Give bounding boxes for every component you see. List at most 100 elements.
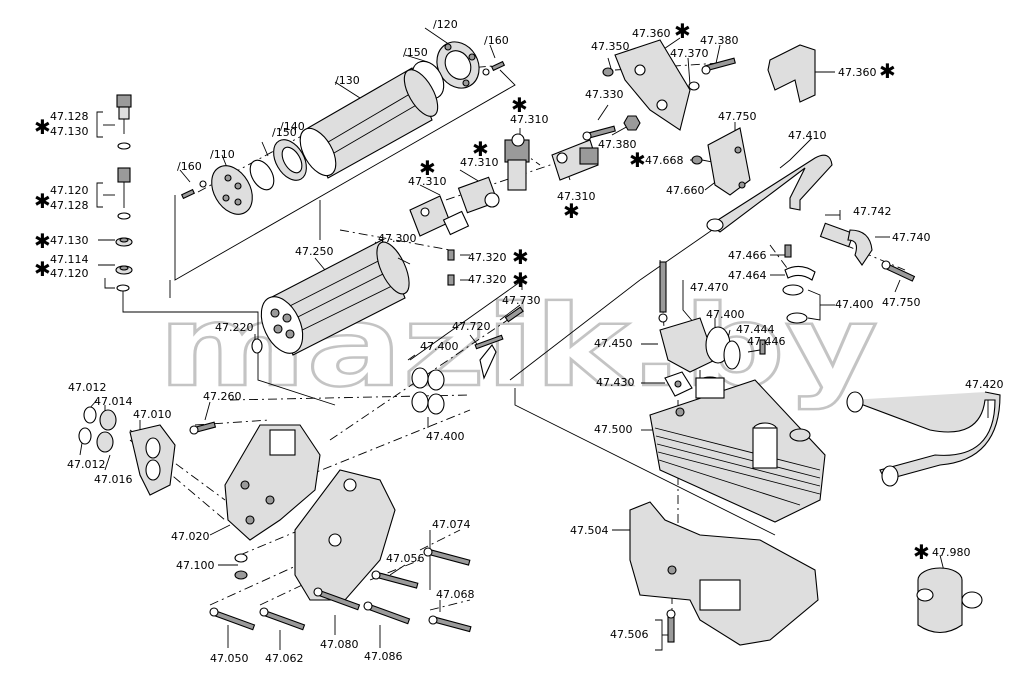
- screw-part-47320-a: [447, 249, 455, 261]
- bracket-part-47504: [629, 501, 819, 646]
- o-ring-part-47400-a: [782, 284, 804, 296]
- screw-part-160a: [482, 60, 506, 76]
- bolt-part-47330: [582, 125, 616, 141]
- o-ring-part-47400-d: [411, 391, 445, 415]
- label-47014: 47.014: [94, 395, 133, 408]
- hose-part-47410: [706, 154, 833, 233]
- gasket-part-47010: [129, 424, 176, 496]
- bolt-part-47506: [666, 609, 676, 643]
- label-47100: 47.100: [176, 559, 215, 572]
- sensor-part-47128-a: [116, 94, 132, 150]
- label-47120-b: 47.120: [50, 267, 89, 280]
- bolt-part-47050: [209, 607, 256, 631]
- label-47016: 47.016: [94, 473, 133, 486]
- label-47360-a: 47.360: [632, 27, 671, 40]
- bolt-part-47074: [423, 547, 471, 566]
- label-47128-b: 47.128: [50, 199, 89, 212]
- washer-part-47370: [688, 81, 700, 91]
- label-47050: 47.050: [210, 652, 249, 665]
- label-47310-a: 47.310: [408, 175, 447, 188]
- washer-part-47350: [602, 67, 614, 77]
- bolt-part-47470: [658, 261, 668, 323]
- screw-part-47320-b: [447, 274, 455, 286]
- label-47380-b: 47.380: [700, 34, 739, 47]
- clip-part-47464: [784, 265, 816, 281]
- star-marker: ✱: [674, 19, 691, 43]
- star-marker: ✱: [629, 148, 646, 172]
- valve-part-47310-d: [551, 139, 599, 181]
- seal-ring-part-140: [273, 139, 307, 181]
- label-47310-c: 47.310: [510, 113, 549, 126]
- star-marker: ✱: [34, 257, 51, 281]
- part-labels: /120 /150 /160 /130 /150 /140 /160 /110 …: [50, 18, 1004, 665]
- label-47444: 47.444: [736, 323, 775, 336]
- label-47400-c: 47.400: [420, 340, 459, 353]
- washer-part-47114: [115, 265, 133, 275]
- label-47120-a: 47.120: [50, 184, 89, 197]
- label-47360-b: 47.360: [838, 66, 877, 79]
- filter-end-plate-part-110: [211, 165, 253, 215]
- bolt-part-47080: [313, 587, 361, 611]
- label-120: /120: [433, 18, 458, 31]
- bolt-part-47062: [259, 607, 306, 631]
- label-47220: 47.220: [215, 321, 254, 334]
- star-marker: ✱: [563, 199, 580, 223]
- label-160b: /160: [177, 160, 202, 173]
- label-47020: 47.020: [171, 530, 210, 543]
- label-47400-a: 47.400: [835, 298, 874, 311]
- o-ring-part-47220: [251, 338, 263, 354]
- plug-part-47016: [96, 431, 114, 453]
- label-130: /130: [335, 74, 360, 87]
- star-marker: ✱: [879, 59, 896, 83]
- star-markers: ✱ ✱ ✱ ✱ ✱ ✱ ✱ ✱ ✱ ✱ ✱ ✱ ✱ ✱: [34, 19, 930, 564]
- label-47250: 47.250: [295, 245, 334, 258]
- label-47062: 47.062: [265, 652, 304, 665]
- label-47470: 47.470: [690, 281, 729, 294]
- label-47300: 47.300: [378, 232, 417, 245]
- sensor-part-47120-a: [117, 167, 131, 220]
- pin-part-47300: [397, 257, 411, 265]
- hose-part-47420: [846, 391, 1001, 487]
- o-ring-part-150b: [249, 159, 275, 191]
- bracket-part-47360-a: [614, 39, 691, 131]
- label-47012-a: 47.012: [68, 381, 107, 394]
- label-47450: 47.450: [594, 337, 633, 350]
- label-47740: 47.740: [892, 231, 931, 244]
- o-ring-part-47400-b: [786, 312, 808, 324]
- filter-cover-part-120: [436, 41, 480, 89]
- washer-part-47012-a: [83, 406, 97, 424]
- bracket-part-47660: [707, 127, 751, 196]
- valve-part-47450: [659, 317, 741, 373]
- label-47320-b: 47.320: [468, 273, 507, 286]
- pipe-part-47720: [474, 334, 504, 380]
- label-47130-b: 47.130: [50, 234, 89, 247]
- washer-part-47100: [234, 553, 248, 580]
- o-ring-part-47400-c: [411, 367, 445, 391]
- washer-part-47120-b: [116, 284, 130, 292]
- label-47400-b: 47.400: [706, 308, 745, 321]
- label-47742: 47.742: [853, 205, 892, 218]
- label-47750-a: 47.750: [718, 110, 757, 123]
- bolt-part-47750-b: [881, 260, 916, 282]
- label-47086: 47.086: [364, 650, 403, 663]
- label-47350: 47.350: [591, 40, 630, 53]
- filter-part-47980: [916, 567, 983, 634]
- label-47668: 47.668: [645, 154, 684, 167]
- filter-housing-part-130: [299, 67, 439, 179]
- label-47464: 47.464: [728, 269, 767, 282]
- star-marker: ✱: [472, 137, 489, 161]
- label-47730: 47.730: [502, 294, 541, 307]
- label-47114: 47.114: [50, 253, 89, 266]
- label-47466: 47.466: [728, 249, 767, 262]
- bolt-part-47730: [504, 306, 524, 323]
- label-47310-d: 47.310: [557, 190, 596, 203]
- label-140: /140: [280, 120, 305, 133]
- housing-part-47020: [224, 424, 321, 541]
- screw-part-160b: [180, 180, 207, 200]
- star-marker: ✱: [34, 229, 51, 253]
- label-47068: 47.068: [436, 588, 475, 601]
- label-47056: 47.056: [386, 552, 425, 565]
- label-47446: 47.446: [747, 335, 786, 348]
- label-47504: 47.504: [570, 524, 609, 537]
